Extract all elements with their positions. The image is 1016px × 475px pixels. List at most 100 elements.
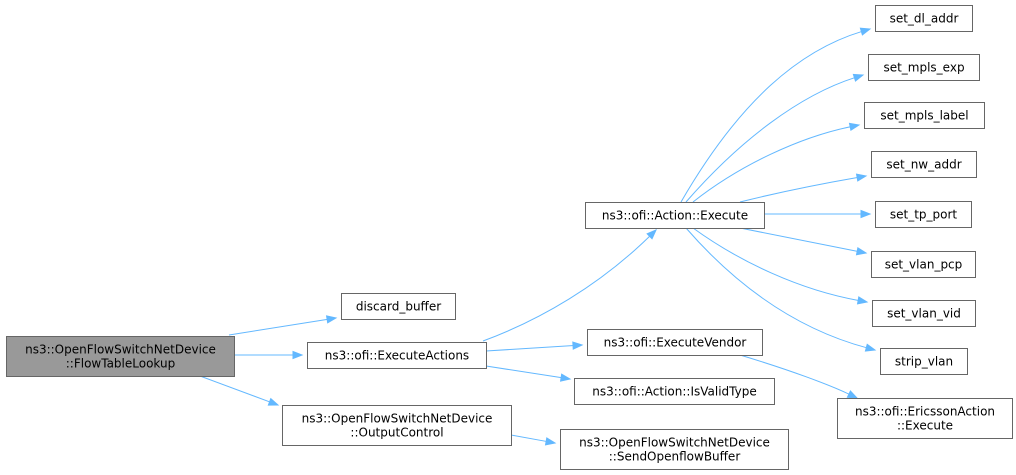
- node-label: ns3::ofi::ExecuteActions: [325, 349, 469, 363]
- node-box: [307, 342, 487, 369]
- node-box: [560, 429, 789, 470]
- edge-action_execute-to-set_vlan_pcp: [739, 227, 868, 256]
- edge-line: [510, 434, 548, 443]
- node-label: ::Execute: [897, 419, 953, 433]
- node-strip-vlan[interactable]: strip_vlan: [880, 348, 968, 375]
- node-box: [6, 336, 235, 377]
- edge-arrowhead: [855, 247, 868, 256]
- node-label: set_dl_addr: [890, 12, 959, 26]
- node-label: ns3::OpenFlowSwitchNetDevice: [302, 412, 493, 426]
- edge-arrowhead: [864, 343, 877, 352]
- node-label: set_vlan_pcp: [885, 258, 963, 272]
- node-set-mpls-label[interactable]: set_mpls_label: [864, 102, 985, 129]
- node-box: [864, 102, 985, 129]
- node-label: ::OutputControl: [350, 426, 443, 440]
- edge-arrowhead: [572, 341, 584, 350]
- edges-layer: [199, 27, 877, 446]
- edge-arrowhead: [267, 397, 280, 406]
- node-box: [871, 251, 976, 278]
- node-is-valid-type[interactable]: ns3::ofi::Action::IsValidType: [574, 378, 775, 405]
- node-box: [875, 5, 973, 32]
- edge-execute_actions-to-is_valid_type: [485, 365, 572, 382]
- node-ericsson-execute[interactable]: ns3::ofi::EricssonAction::Execute: [837, 398, 1013, 439]
- edge-root-to-execute_actions: [234, 350, 304, 360]
- edge-line: [482, 235, 651, 342]
- node-label: ::SendOpenflowBuffer: [609, 450, 741, 464]
- node-label: set_mpls_label: [880, 109, 968, 123]
- node-box: [585, 202, 765, 229]
- edge-line: [692, 126, 852, 203]
- node-label: ns3::ofi::Action::IsValidType: [592, 385, 757, 399]
- edge-root-to-discard_buffer: [228, 315, 338, 336]
- node-label: ns3::OpenFlowSwitchNetDevice: [25, 343, 216, 357]
- edge-line: [485, 344, 575, 352]
- node-root[interactable]: ns3::OpenFlowSwitchNetDevice::FlowTableL…: [6, 336, 235, 377]
- edge-action_execute-to-set_nw_addr: [739, 173, 868, 203]
- node-label: strip_vlan: [895, 355, 953, 369]
- edge-arrowhead: [860, 209, 872, 219]
- node-label: ns3::ofi::EricssonAction: [855, 405, 995, 419]
- node-label: ns3::ofi::Action::Execute: [602, 209, 748, 223]
- edge-arrowhead: [846, 390, 859, 399]
- edge-line: [685, 76, 856, 203]
- edge-line: [739, 227, 859, 252]
- node-label: set_vlan_vid: [887, 307, 961, 321]
- edge-arrowhead: [852, 73, 865, 82]
- node-set-dl-addr[interactable]: set_dl_addr: [875, 5, 973, 32]
- node-output-control[interactable]: ns3::OpenFlowSwitchNetDevice::OutputCont…: [282, 405, 512, 446]
- edge-arrowhead: [325, 315, 338, 324]
- node-label: ::FlowTableLookup: [66, 357, 175, 371]
- node-box: [587, 329, 763, 356]
- edge-arrowhead: [859, 27, 872, 36]
- edge-arrowhead: [646, 229, 657, 240]
- node-box: [282, 405, 512, 446]
- edge-execute_actions-to-execute_vendor: [485, 341, 584, 352]
- node-box: [871, 151, 977, 178]
- node-label: ns3::OpenFlowSwitchNetDevice: [579, 436, 770, 450]
- node-discard-buffer[interactable]: discard_buffer: [341, 293, 456, 320]
- node-action-execute[interactable]: ns3::ofi::Action::Execute: [585, 202, 765, 229]
- edge-output_control-to-send_openflow_buffer: [510, 434, 557, 446]
- node-set-nw-addr[interactable]: set_nw_addr: [871, 151, 977, 178]
- node-execute-actions[interactable]: ns3::ofi::ExecuteActions: [307, 342, 487, 369]
- edge-arrowhead: [292, 350, 304, 360]
- node-box: [574, 378, 775, 405]
- node-box: [868, 54, 980, 81]
- edge-line: [692, 227, 860, 302]
- edge-action_execute-to-set_vlan_vid: [692, 227, 869, 305]
- edge-line: [685, 227, 868, 349]
- nodes-layer: ns3::OpenFlowSwitchNetDevice::FlowTableL…: [6, 5, 1013, 470]
- node-execute-vendor[interactable]: ns3::ofi::ExecuteVendor: [587, 329, 763, 356]
- edge-line: [739, 354, 851, 395]
- node-label: set_mpls_exp: [883, 61, 964, 75]
- edge-line: [680, 30, 863, 203]
- node-set-mpls-exp[interactable]: set_mpls_exp: [868, 54, 980, 81]
- edge-root-to-output_control: [199, 375, 280, 406]
- edge-execute_actions-to-action_execute: [482, 229, 657, 342]
- edge-action_execute-to-set_mpls_exp: [685, 73, 865, 203]
- edge-arrowhead: [856, 296, 869, 305]
- edge-line: [739, 176, 859, 203]
- edge-arrowhead: [559, 373, 572, 382]
- node-label: set_tp_port: [890, 208, 958, 222]
- node-label: discard_buffer: [356, 300, 441, 314]
- edge-line: [228, 318, 329, 336]
- edge-action_execute-to-set_mpls_label: [692, 122, 861, 203]
- edge-arrowhead: [855, 173, 868, 182]
- node-box: [872, 300, 976, 327]
- node-set-tp-port[interactable]: set_tp_port: [875, 201, 972, 228]
- node-send-openflow-buffer[interactable]: ns3::OpenFlowSwitchNetDevice::SendOpenfl…: [560, 429, 789, 470]
- edge-action_execute-to-set_dl_addr: [680, 27, 872, 203]
- node-set-vlan-pcp[interactable]: set_vlan_pcp: [871, 251, 976, 278]
- edge-line: [485, 365, 563, 379]
- node-label: set_nw_addr: [886, 158, 961, 172]
- node-set-vlan-vid[interactable]: set_vlan_vid: [872, 300, 976, 327]
- edge-action_execute-to-set_tp_port: [764, 209, 872, 219]
- edge-line: [199, 375, 271, 403]
- node-box: [341, 293, 456, 320]
- node-label: ns3::ofi::ExecuteVendor: [604, 336, 747, 350]
- node-box: [837, 398, 1013, 439]
- edge-arrowhead: [544, 437, 557, 446]
- node-box: [880, 348, 968, 375]
